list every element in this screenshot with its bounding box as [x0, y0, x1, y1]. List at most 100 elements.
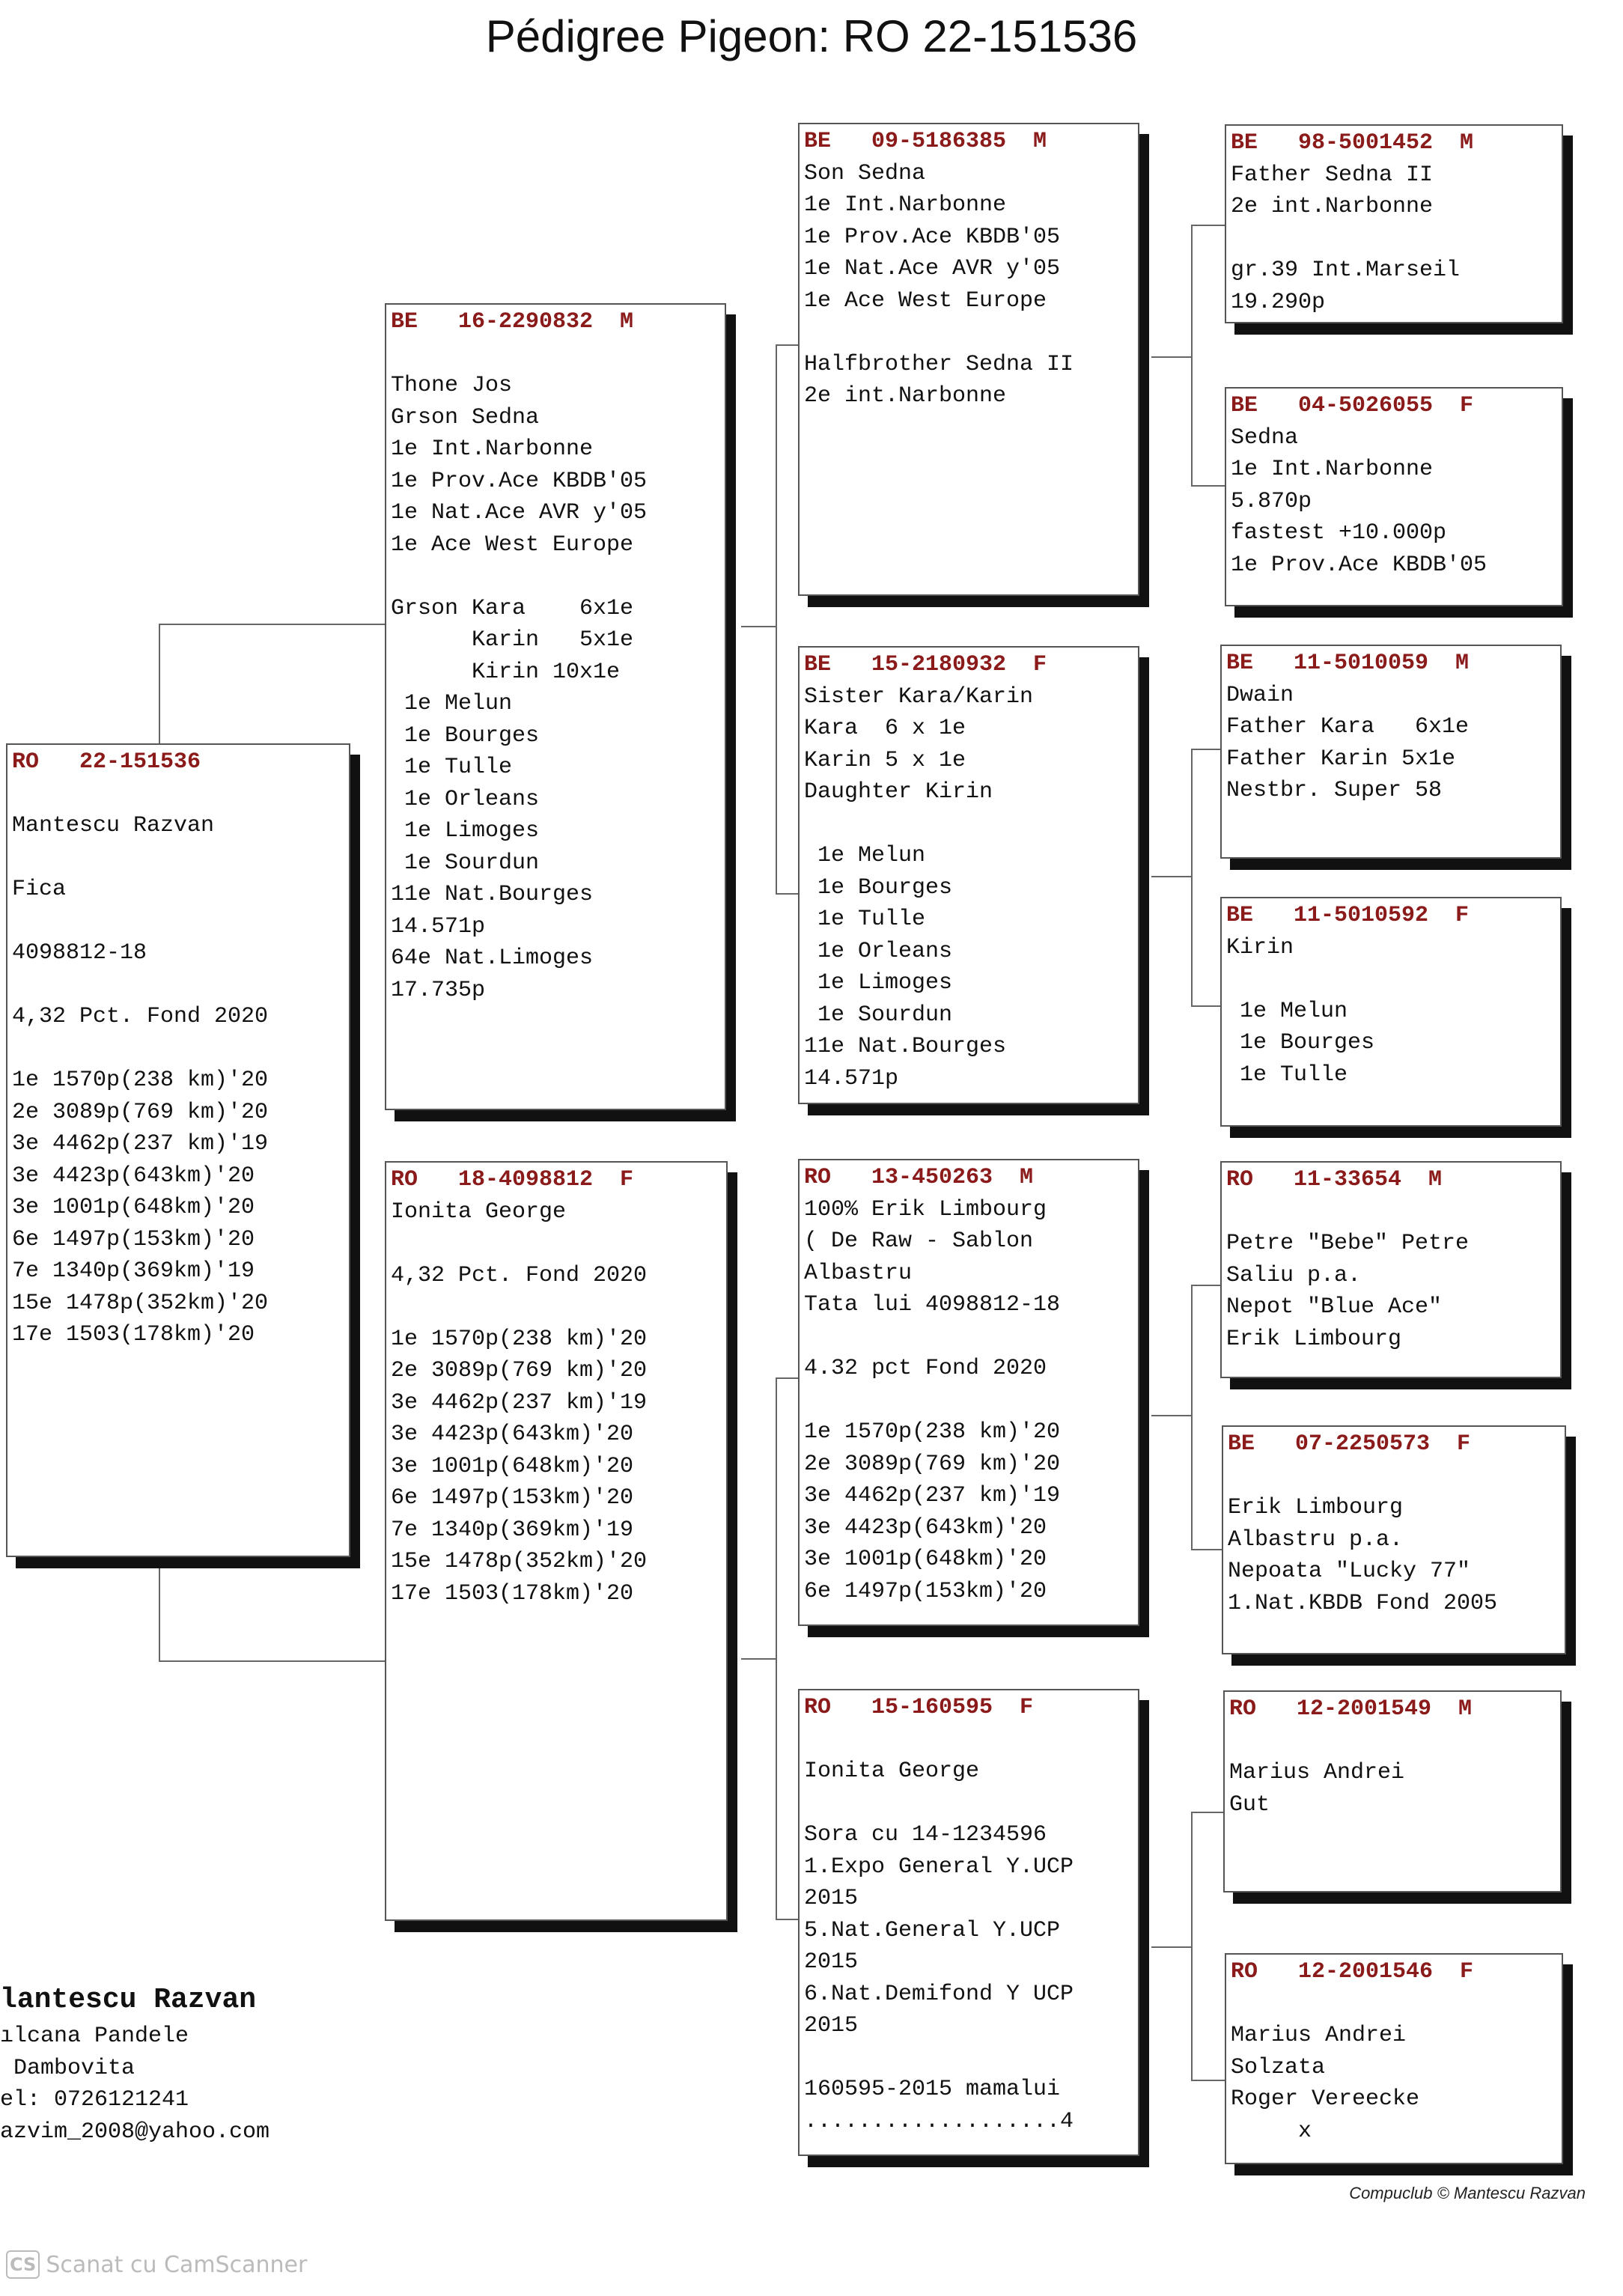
card-text-line: Ionita George: [804, 1758, 980, 1784]
card-text-line: gr.39 Int.Marseil: [1231, 258, 1461, 283]
card-text-line: Erik Limbourg: [1226, 1326, 1402, 1352]
card-text-line: ...................4: [804, 2108, 1074, 2134]
card-text-line: 5.Nat.General Y.UCP: [804, 1917, 1061, 1943]
card-text-line: Daughter Kirin: [804, 779, 993, 805]
card-text-line: x: [1231, 2118, 1312, 2144]
page-title: Pédigree Pigeon: RO 22-151536: [485, 11, 1138, 61]
card-text-line: 4098812-18: [12, 940, 147, 966]
card-text-line: 1e Int.Narbonne: [1231, 457, 1434, 482]
card-text-line: 1e Bourges: [804, 874, 953, 901]
connector-line: [776, 344, 777, 895]
owner-line: azvim_2008@yahoo.com: [0, 2119, 270, 2145]
card-text-line: 1e Nat.Ace AVR y'05: [391, 500, 648, 526]
card-text-line: Gut: [1229, 1791, 1270, 1818]
card-text-line: 1e Limoges: [391, 818, 540, 844]
card-text-line: [804, 1788, 1132, 1820]
card-text-line: 15e 1478p(352km)'20: [391, 1549, 648, 1574]
card-text-line: 1e 1570p(238 km)'20: [12, 1068, 269, 1093]
connector-line: [1151, 1415, 1193, 1416]
card-text-line: Thone Jos: [391, 373, 513, 398]
card-text-line: 3e 4423p(643km)'20: [12, 1163, 255, 1189]
card-text-line: 3e 1001p(648km)'20: [804, 1547, 1047, 1572]
card-text-line: 3e 4462p(237 km)'19: [12, 1131, 269, 1157]
connector-line: [159, 624, 160, 743]
card-text-line: 4,32 Pct. Fond 2020: [391, 1262, 648, 1288]
connector-line: [741, 1658, 777, 1660]
connector-line: [1191, 225, 1225, 226]
card-text-line: Petre "Bebe" Petre: [1226, 1231, 1470, 1256]
ring-number: RO 13-450263 M: [804, 1165, 1034, 1190]
card-text-line: 14.571p: [391, 913, 486, 940]
ring-number: BE 15-2180932 F: [804, 652, 1047, 677]
ring-number: BE 11-5010592 F: [1226, 903, 1470, 928]
card-text-line: 1e Ace West Europe: [804, 287, 1047, 314]
card-text-line: 1e Tulle: [1226, 1062, 1348, 1088]
card-text-line: 6e 1497p(153km)'20: [391, 1485, 634, 1511]
connector-line: [1191, 1005, 1225, 1007]
card-text-line: 1e Bourges: [391, 722, 540, 749]
card-text-line: [1231, 223, 1556, 255]
card-text-line: 19.290p: [1231, 289, 1326, 315]
card-text-line: Roger Vereecke: [1231, 2086, 1420, 2112]
connector-line: [1191, 749, 1225, 750]
connector-line: [776, 893, 798, 895]
card-text-line: Sora cu 14-1234596: [804, 1822, 1047, 1848]
card-text-line: [12, 779, 343, 811]
card-text-line: 3e 1001p(648km)'20: [391, 1453, 634, 1479]
card-text-line: Nepot "Blue Ace": [1226, 1294, 1443, 1320]
card-text-line: 1e 1570p(238 km)'20: [391, 1326, 648, 1352]
card-text-line: [1226, 963, 1554, 996]
card-text-line: Sister Kara/Karin: [804, 683, 1034, 710]
card-text-line: 1.Expo General Y.UCP: [804, 1854, 1074, 1880]
card-text-line: Father Karin 5x1e: [1226, 746, 1456, 772]
card-text-line: 1e Limoges: [804, 970, 953, 996]
ring-number: RO 12-2001546 F: [1231, 1959, 1474, 1985]
card-text-line: Erik Limbourg: [1228, 1495, 1404, 1520]
card-text-line: Kirin: [1226, 934, 1294, 960]
card-text-line: Grson Sedna: [391, 404, 540, 430]
card-text-line: 1e Melun: [1226, 998, 1348, 1024]
connector-line: [776, 1377, 777, 1920]
card-text-line: Tata lui 4098812-18: [804, 1292, 1061, 1318]
card-text-line: 2e 3089p(769 km)'20: [804, 1451, 1061, 1477]
ring-number: BE 09-5186385 M: [804, 129, 1047, 154]
card-text-line: 160595-2015 mamalui: [804, 2077, 1061, 2102]
card-text-line: 1e Nat.Ace AVR y'05: [804, 256, 1061, 281]
card-text-line: 2015: [804, 2013, 859, 2038]
card-text-line: 1e Prov.Ace KBDB'05: [391, 468, 648, 494]
connector-line: [1191, 749, 1193, 1007]
connector-line: [741, 626, 777, 627]
card-text-line: fastest +10.000p: [1231, 520, 1447, 546]
card-text-line: [391, 1291, 720, 1324]
card-text-line: Son Sedna: [804, 160, 926, 186]
ring-number: RO 11-33654 M: [1226, 1167, 1443, 1193]
card-text-line: 1e Ace West Europe: [391, 532, 634, 558]
card-text-line: 100% Erik Limbourg: [804, 1196, 1047, 1222]
footer-credit: Compuclub © Mantescu Razvan: [1349, 2184, 1586, 2202]
scanner-text: Scanat cu CamScanner: [46, 2251, 308, 2278]
owner-line: el: 0726121241: [0, 2087, 189, 2113]
card-text-line: 1e Prov.Ace KBDB'05: [1231, 552, 1488, 578]
card-text-line: Kirin 10x1e: [391, 659, 621, 685]
card-text-line: 17.735p: [391, 977, 486, 1003]
card-text-line: Marius Andrei: [1231, 2023, 1407, 2048]
card-text-line: [391, 561, 719, 593]
card-text-line: [391, 338, 719, 371]
card-text-line: Halfbrother Sedna II: [804, 351, 1074, 377]
card-text-line: Kara 6 x 1e: [804, 716, 966, 741]
scanner-watermark: CS Scanat cu CamScanner: [6, 2250, 307, 2279]
card-text-line: Marius Andrei: [1229, 1760, 1405, 1785]
connector-line: [1191, 225, 1193, 487]
connector-line: [1191, 1285, 1225, 1286]
card-text-line: 1e Tulle: [804, 907, 926, 932]
connector-line: [159, 1557, 160, 1662]
connector-line: [1191, 1285, 1193, 1550]
card-text-line: Fica: [12, 877, 67, 902]
